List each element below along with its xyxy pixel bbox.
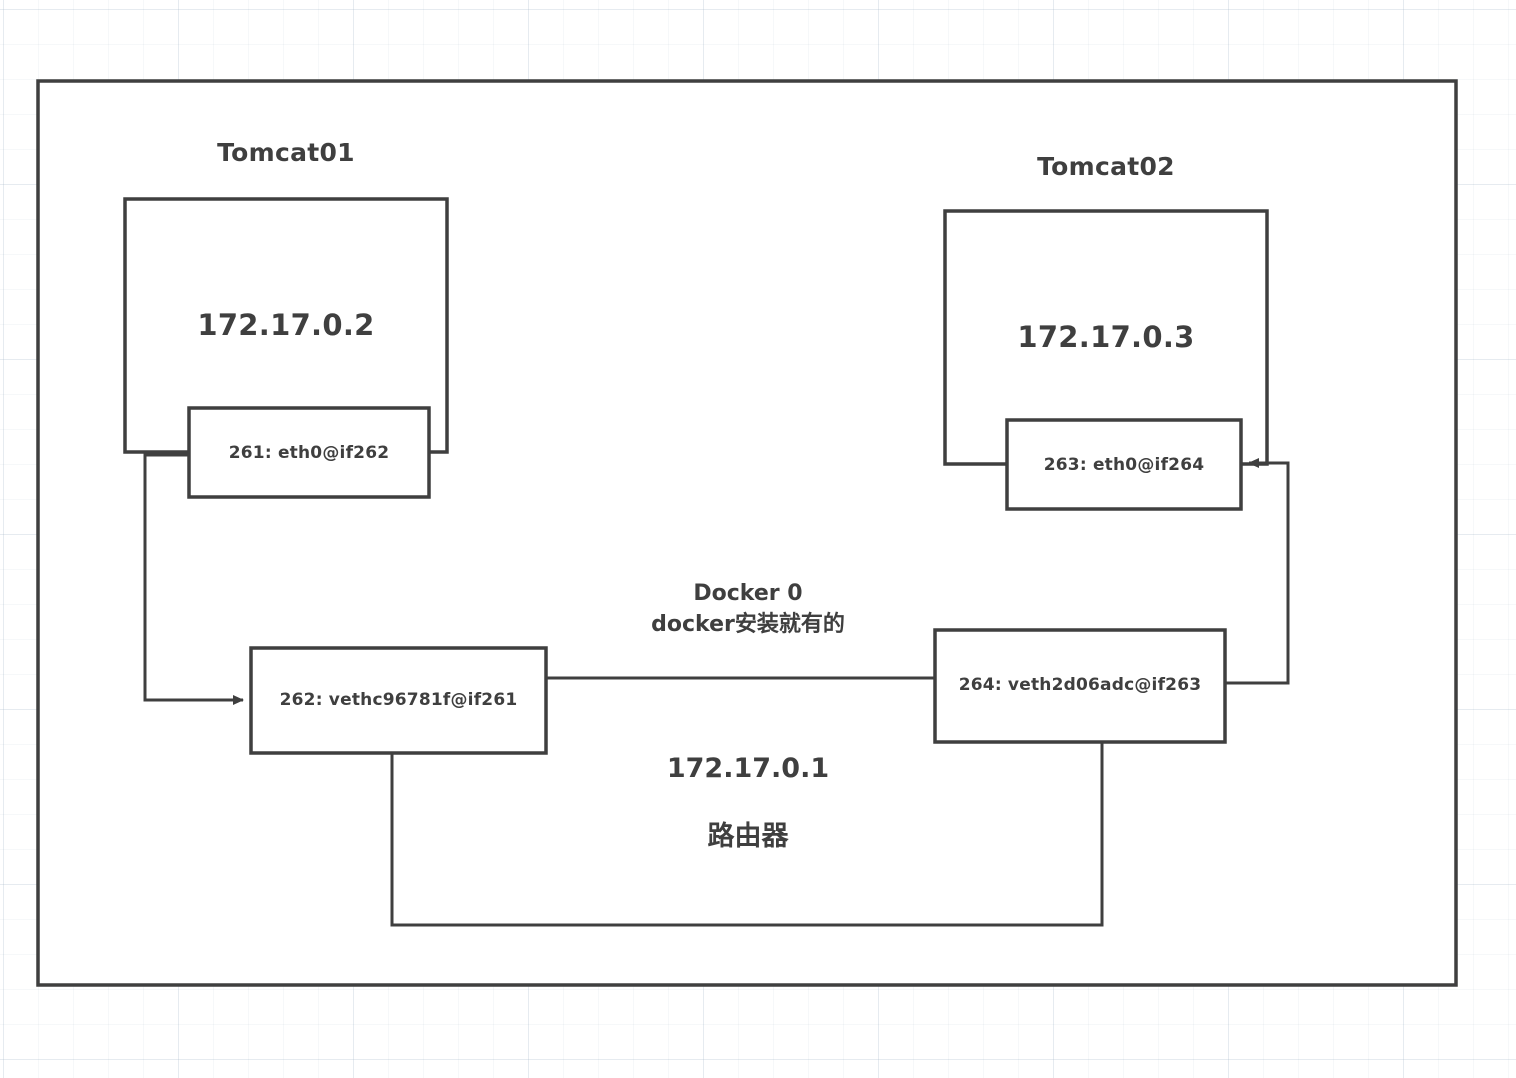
tomcat02-eth0-label: 263: eth0@if264 (1043, 455, 1205, 475)
connector-eth0-261-to-veth-262 (143, 453, 244, 705)
docker0-role-label: 路由器 (707, 821, 789, 852)
veth-262-label: 262: vethc96781f@if261 (279, 690, 518, 710)
veth-264-label: 264: veth2d06adc@if263 (958, 675, 1202, 695)
tomcat02-ip: 172.17.0.3 (1017, 320, 1195, 354)
tomcat01-title: Tomcat01 (217, 138, 355, 167)
docker0-gateway-ip: 172.17.0.1 (666, 753, 830, 784)
docker0-bridge-name: Docker 0 (693, 581, 803, 606)
connector-bridge-bottom-loop (390, 742, 1104, 927)
connector-veth-264-to-eth0-263 (1225, 458, 1290, 685)
tomcat02-eth0-box (1005, 418, 1243, 511)
tomcat01-eth0-box (187, 406, 431, 499)
veth-262-box (249, 646, 548, 755)
docker0-bridge-note: docker安装就有的 (651, 612, 845, 637)
veth-264-box (933, 628, 1227, 744)
tomcat01-ip: 172.17.0.2 (197, 308, 375, 342)
tomcat01-eth0-label: 261: eth0@if262 (228, 443, 390, 463)
tomcat02-title: Tomcat02 (1037, 152, 1175, 181)
